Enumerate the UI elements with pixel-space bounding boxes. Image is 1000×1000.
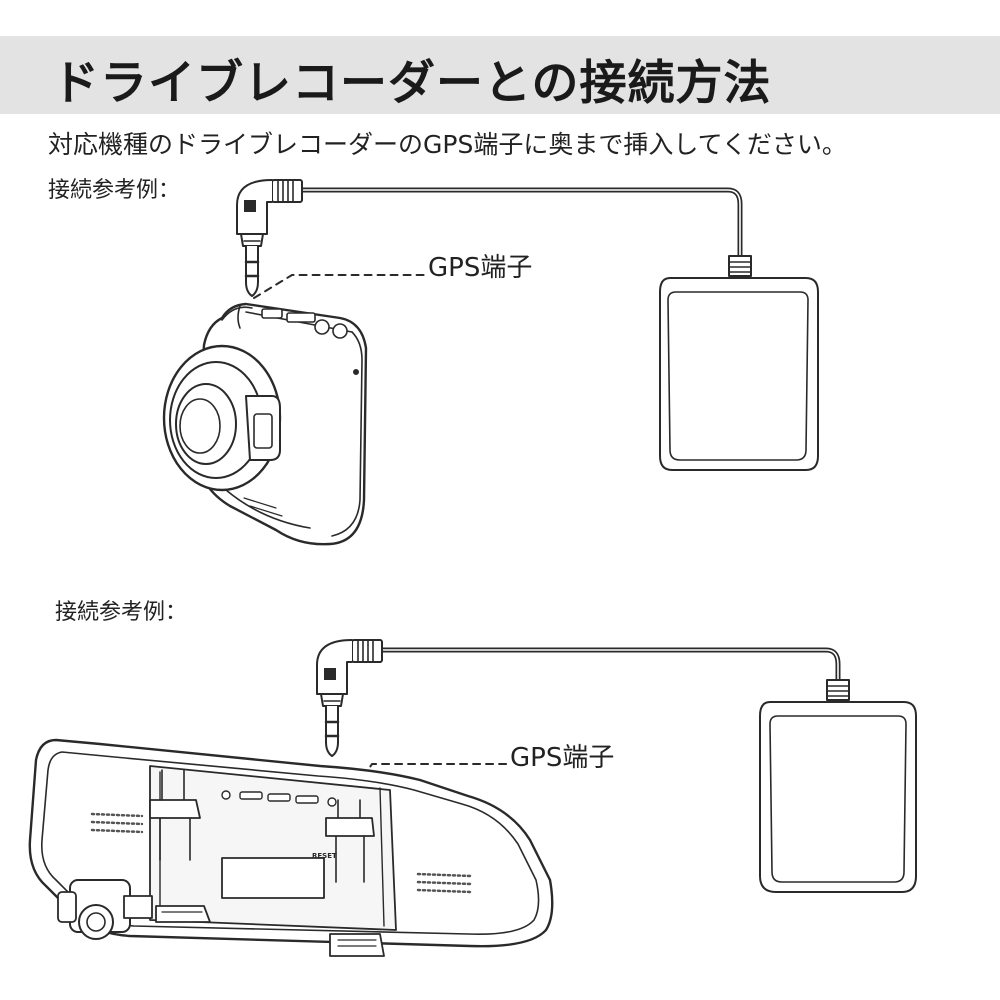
mirror-drive-recorder xyxy=(28,738,554,957)
mirror-reset-label: RESET xyxy=(312,852,337,860)
gps-port-callout-1: GPS端子 xyxy=(428,253,533,283)
gps-antenna-module-1 xyxy=(659,255,819,471)
dash-cam-device xyxy=(162,302,368,546)
gps-port-callout-2: GPS端子 xyxy=(510,743,615,773)
l-plug-connector-1 xyxy=(236,179,303,297)
callout-line-1 xyxy=(253,274,429,299)
page-title: ドライブレコーダーとの接続方法 xyxy=(52,56,772,111)
l-plug-connector-2 xyxy=(316,639,383,757)
instruction-text: 対応機種のドライブレコーダーのGPS端子に奥まで挿入してください。 xyxy=(48,130,847,159)
gps-cable-2 xyxy=(377,647,841,683)
example-1-label: 接続参考例： xyxy=(48,178,181,203)
header-band xyxy=(0,36,1000,114)
example-2-label: 接続参考例： xyxy=(55,600,188,625)
gps-cable-1 xyxy=(297,187,743,259)
gps-antenna-module-2 xyxy=(759,679,917,893)
